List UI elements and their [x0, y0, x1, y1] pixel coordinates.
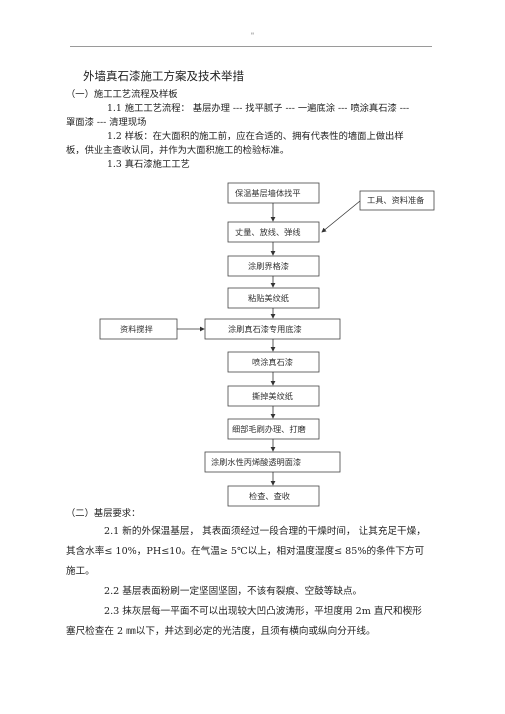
svg-text:工具、资料准备: 工具、资料准备 [367, 195, 424, 205]
svg-text:丈量、放线、弹线: 丈量、放线、弹线 [235, 227, 301, 237]
svg-text:保温基层墙体找平: 保温基层墙体找平 [235, 188, 301, 198]
svg-text:细部毛刷办理、打磨: 细部毛刷办理、打磨 [232, 424, 306, 434]
svg-text:涂刷界格漆: 涂刷界格漆 [248, 261, 289, 271]
section-1-heading: （一）施工工艺流程及样板 [66, 89, 178, 100]
flow-step-10: 检查、查收 [227, 485, 320, 507]
svg-text:涂刷真石漆专用底漆: 涂刷真石漆专用底漆 [228, 324, 302, 334]
flow-step-8: 细部毛刷办理、打磨 [227, 418, 320, 440]
flow-step-1: 保温基层墙体找平 [227, 182, 320, 204]
para-2-3-line1: 2.3 抹灰层每一平面不可以出现较大凹凸波涛形，平坦度用 2m 直尺和楔形 [104, 606, 422, 617]
flow-side-mixing: 资料搅拌 [99, 318, 178, 340]
flow-step-9: 涂刷水性丙烯酸透明面漆 [204, 451, 341, 473]
para-1-1-line1: 1.1 施工工艺流程： 基层办理 --- 找平腻子 --- 一遍底涂 --- 喷… [107, 103, 410, 114]
page-mark: " [250, 32, 255, 40]
flow-step-4: 粘贴美纹纸 [227, 287, 320, 309]
flow-step-2: 丈量、放线、弹线 [227, 221, 320, 243]
flow-step-6: 喷涂真石漆 [227, 351, 320, 373]
svg-text:粘贴美纹纸: 粘贴美纹纸 [248, 293, 289, 303]
doc-title: 外墙真石漆施工方案及技术举措 [83, 69, 244, 83]
para-2-2: 2.2 基层表面粉刷一定坚固坚固，不该有裂痕、空鼓等缺点。 [104, 586, 363, 597]
para-2-1-line1: 2.1 新的外保温基层， 其表面须经过一段合理的干燥时间， 让其充足干燥， [104, 526, 426, 537]
para-2-1-line2: 其含水率≤ 10%，PH≤10。在气温≥ 5℃以上，相对温度湿度≤ 85%的条件… [66, 546, 425, 557]
header-rule [70, 46, 432, 47]
svg-text:撕掉美纹纸: 撕掉美纹纸 [252, 391, 293, 401]
flow-step-7: 撕掉美纹纸 [227, 385, 320, 407]
para-1-1-line2: 罩面漆 --- 清理现场 [66, 117, 147, 128]
para-1-3: 1.3 真石漆施工工艺 [107, 159, 190, 170]
para-2-3-line2: 塞尺检查在 2 ㎜以下，并达到必定的光洁度，且须有横向或纵向分开线。 [66, 626, 376, 637]
flow-step-5: 涂刷真石漆专用底漆 [204, 318, 341, 340]
section-2-heading: （二）基层要求： [66, 508, 141, 519]
flow-step-3: 涂刷界格漆 [227, 255, 320, 277]
para-1-2-line1: 1.2 样板：在大面积的施工前，应在合适的、拥有代表性的墙面上做出样 [107, 131, 404, 142]
svg-text:检查、查收: 检查、查收 [249, 491, 290, 501]
svg-text:喷涂真石漆: 喷涂真石漆 [252, 357, 293, 367]
svg-text:资料搅拌: 资料搅拌 [120, 324, 153, 334]
flow-side-tools: 工具、资料准备 [359, 190, 435, 211]
para-2-1-line3: 施工。 [66, 566, 95, 577]
svg-text:涂刷水性丙烯酸透明面漆: 涂刷水性丙烯酸透明面漆 [211, 457, 301, 467]
para-1-2-line2: 板，供业主查收认同，并作为大面积施工的检验标准。 [66, 145, 290, 156]
